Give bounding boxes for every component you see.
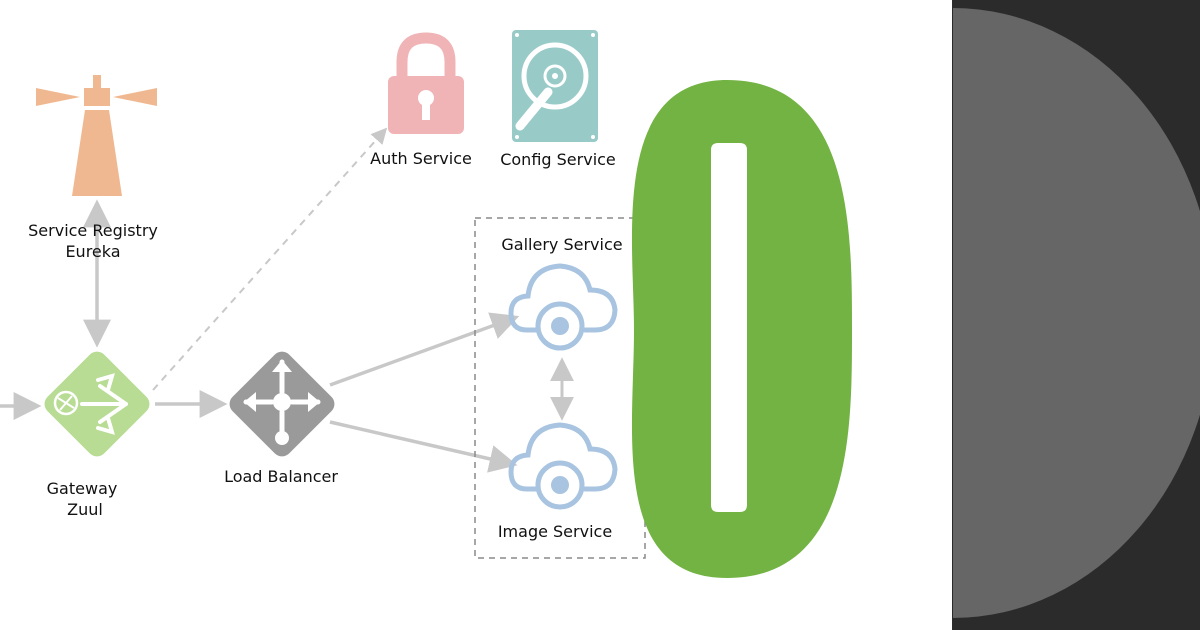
- hard-drive-icon: [512, 30, 598, 142]
- cloud-service-icon: [508, 422, 618, 510]
- config-service-label: Config Service: [500, 150, 616, 169]
- service-group-box: [474, 217, 646, 559]
- arrow-lb-to-gallery: [329, 312, 520, 387]
- green-logo-glyph: [631, 80, 852, 578]
- connectors: [0, 127, 574, 473]
- auth-service-label: Auth Service: [370, 149, 472, 168]
- load-balancer-icon: [229, 351, 335, 457]
- gallery-service-label: Gallery Service: [501, 235, 622, 254]
- dark-side-panel: [952, 0, 1200, 630]
- image-service-label: Image Service: [498, 522, 612, 541]
- load-balancer-label: Load Balancer: [224, 467, 338, 486]
- gateway-sublabel: Zuul: [67, 500, 103, 519]
- gateway-router-icon: [44, 351, 150, 457]
- padlock-icon: [388, 32, 464, 134]
- lighthouse-icon: [36, 75, 157, 196]
- arrow-lb-to-image: [329, 420, 518, 473]
- cloud-service-icon: [508, 263, 618, 351]
- service-registry-label: Service Registry: [28, 221, 158, 240]
- arrow-gateway-to-auth: [152, 127, 388, 391]
- service-registry-sublabel: Eureka: [65, 242, 120, 261]
- gateway-label: Gateway: [47, 479, 118, 498]
